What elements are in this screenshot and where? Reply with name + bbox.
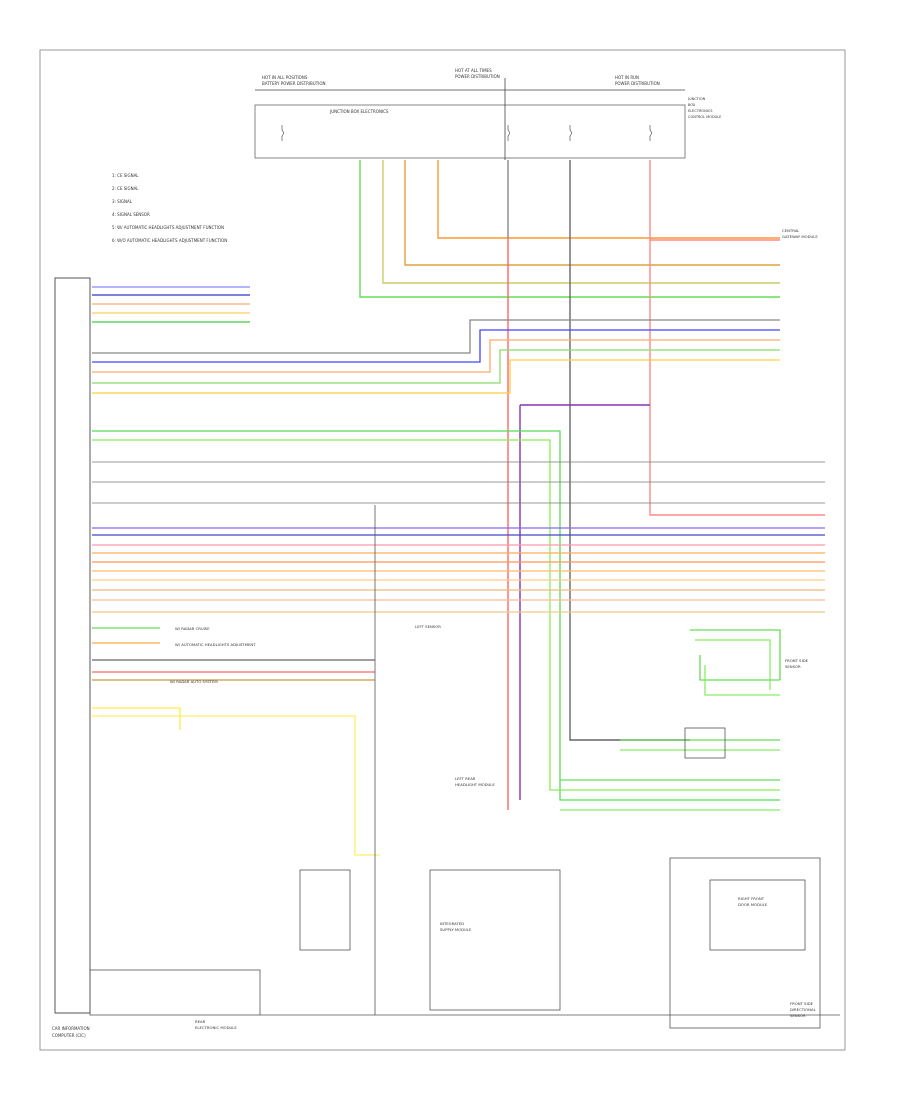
left-sensor-label: LEFT SENSOR [415, 624, 441, 629]
central-gateway-label: CENTRAL [782, 228, 800, 233]
headlight-module-label: HEADLIGHT MODULE [455, 782, 495, 787]
door-module-label: RIGHT FRONT [738, 896, 765, 901]
car-information-computer: CAR INFORMATION COMPUTER (CIC) [52, 277, 91, 1038]
top-left-header: HOT IN ALL POSITIONS [262, 75, 308, 80]
legend-item: 2: CE SIGNAL [112, 186, 139, 191]
cic-label: CAR INFORMATION [52, 1026, 90, 1031]
rear-electronic-module-label: REAR [195, 1019, 206, 1024]
legend: 1: CE SIGNAL 2: CE SIGNAL 3: SIGNAL 4: S… [112, 173, 227, 243]
module-labels: CENTRAL GATEWAY MODULE FRONT SIDE SENSOR… [170, 228, 818, 1030]
junction-side-label-2: BOX [688, 103, 696, 107]
top-junction-box: HOT IN ALL POSITIONS BATTERY POWER DISTR… [254, 68, 721, 160]
top-center-header-sub: POWER DISTRIBUTION [455, 74, 500, 79]
top-left-header-sub: BATTERY POWER DISTRIBUTION [262, 81, 325, 86]
legend-item: 3: SIGNAL [112, 199, 133, 204]
junction-side-label-1: JUNCTION [687, 97, 706, 101]
legend-item: 4: SIGNAL SENSOR [112, 212, 150, 217]
legend-item: 1: CE SIGNAL [112, 173, 139, 178]
bus-wires [92, 286, 825, 856]
top-right-header-sub: POWER DISTRIBUTION [615, 81, 660, 86]
center-modules [89, 505, 840, 1029]
vertical-wires [359, 160, 825, 810]
supply-module-label-sub: SUPPLY MODULE [440, 927, 472, 932]
right-connectors [560, 629, 781, 811]
legend-item: 6: W/O AUTOMATIC HEADLIGHTS ADJUSTMENT F… [112, 238, 227, 243]
junction-side-label-4: CONTROL MODULE [688, 115, 721, 119]
note-radar-cruise: W/ RADAR CRUISE [175, 626, 210, 631]
top-right-header: HOT IN RUN [615, 75, 639, 80]
supply-module-label: INTEGRATED [440, 921, 464, 926]
left-rear-label: LEFT REAR [455, 776, 476, 781]
note-headlight-adjust: W/ AUTOMATIC HEADLIGHTS ADJUSTMENT [175, 642, 256, 647]
central-gateway-label-sub: GATEWAY MODULE [782, 234, 818, 239]
directional-sensor-label-3: SENSOR [790, 1013, 806, 1018]
top-center-header: HOT AT ALL TIMES [455, 68, 492, 73]
front-side-sensor-label-sub: SENSOR [785, 664, 801, 669]
cic-label-sub: COMPUTER (CIC) [52, 1033, 86, 1038]
diagram-frame [39, 49, 846, 1051]
directional-sensor-label: FRONT SIDE [790, 1001, 814, 1006]
note-radar-auto: W/ RADAR AUTO SYSTEM [170, 679, 218, 684]
junction-box-label: JUNCTION BOX ELECTRONICS [329, 109, 389, 114]
legend-item: 5: W/ AUTOMATIC HEADLIGHTS ADJUSTMENT FU… [112, 225, 224, 230]
door-module-label-sub: DOOR MODULE [738, 902, 768, 907]
front-side-sensor-label: FRONT SIDE [785, 658, 809, 663]
directional-sensor-label-2: DIRECTIONAL [790, 1007, 817, 1012]
rear-electronic-module-label-sub: ELECTRONIC MODULE [195, 1025, 237, 1030]
junction-side-label-3: ELECTRONICS [688, 109, 713, 113]
